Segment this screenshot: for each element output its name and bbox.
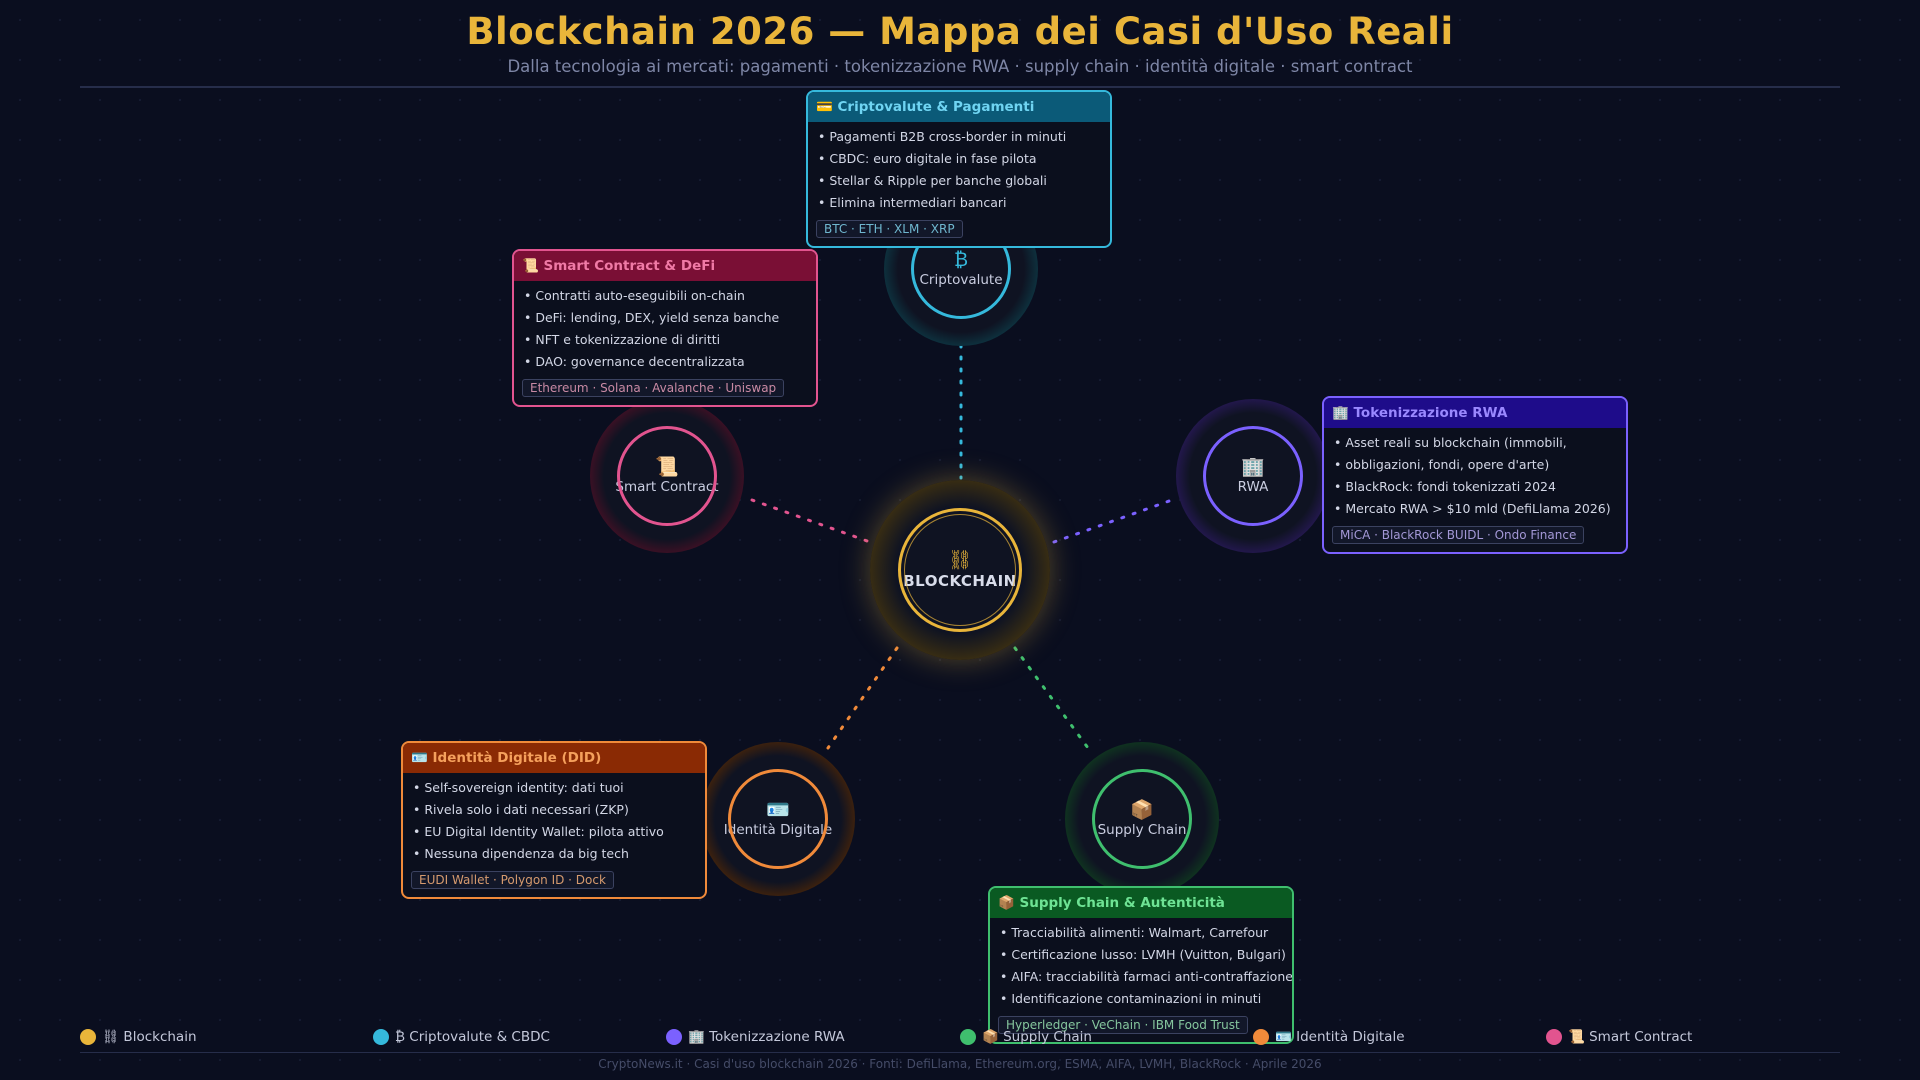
supply-chain-node[interactable]: 📦 Supply Chain [1065, 742, 1219, 896]
digital-identity-ring [728, 769, 828, 869]
card-crypto-list: Pagamenti B2B cross-border in minuti CBD… [808, 122, 1110, 214]
list-item: AIFA: tracciabilità farmaci anti-contraf… [1000, 966, 1292, 988]
list-item: Certificazione lusso: LVMH (Vuitton, Bul… [1000, 944, 1292, 966]
blockchain-inner-ring [904, 514, 1016, 626]
list-item: DeFi: lending, DEX, yield senza banche [524, 307, 816, 329]
list-item: EU Digital Identity Wallet: pilota attiv… [413, 821, 705, 843]
link-did [826, 646, 899, 750]
legend-label: 📜 Smart Contract [1568, 1029, 1693, 1045]
list-item: obbligazioni, fondi, opere d'arte) [1334, 454, 1626, 476]
card-smart-contract-title: 📜 Smart Contract & DeFi [514, 251, 816, 281]
legend-dot [373, 1029, 389, 1045]
legend-dot [1253, 1029, 1269, 1045]
legend-dot [960, 1029, 976, 1045]
legend-item-rwa: 🏢 Tokenizzazione RWA [666, 1029, 845, 1045]
card-digital-identity-title: 🪪 Identità Digitale (DID) [403, 743, 705, 773]
list-item: Asset reali su blockchain (immobili, [1334, 432, 1626, 454]
footer-divider [80, 1052, 1840, 1053]
footer-credits: CryptoNews.it · Casi d'uso blockchain 20… [598, 1057, 1322, 1071]
smart-contract-node[interactable]: 📜 Smart Contract [590, 399, 744, 553]
card-rwa-tags: MiCA · BlackRock BUIDL · Ondo Finance [1332, 526, 1585, 544]
legend-dot [666, 1029, 682, 1045]
card-supply-chain-list: Tracciabilità alimenti: Walmart, Carrefo… [990, 918, 1292, 1010]
card-supply-chain-title: 📦 Supply Chain & Autenticità [990, 888, 1292, 918]
card-crypto: 💳 Criptovalute & Pagamenti Pagamenti B2B… [806, 90, 1112, 248]
card-crypto-tags: BTC · ETH · XLM · XRP [816, 220, 963, 238]
list-item: Self-sovereign identity: dati tuoi [413, 777, 705, 799]
blockchain-ring [898, 508, 1022, 632]
card-smart-contract-list: Contratti auto-eseguibili on-chain DeFi:… [514, 281, 816, 373]
card-digital-identity-list: Self-sovereign identity: dati tuoi Rivel… [403, 773, 705, 865]
legend-label: 🏢 Tokenizzazione RWA [688, 1029, 845, 1045]
legend-dot [1546, 1029, 1562, 1045]
list-item: NFT e tokenizzazione di diritti [524, 329, 816, 351]
list-item: Nessuna dipendenza da big tech [413, 843, 705, 865]
rwa-node[interactable]: 🏢 RWA [1176, 399, 1330, 553]
legend-item-smart-contract: 📜 Smart Contract [1546, 1029, 1692, 1045]
card-supply-chain: 📦 Supply Chain & Autenticità Tracciabili… [988, 886, 1294, 1044]
smart-contract-ring [617, 426, 717, 526]
legend-label: ⛓ Blockchain [102, 1029, 197, 1045]
card-smart-contract: 📜 Smart Contract & DeFi Contratti auto-e… [512, 249, 818, 407]
card-smart-contract-tags: Ethereum · Solana · Avalanche · Uniswap [522, 379, 785, 397]
legend-label: ₿ Criptovalute & CBDC [395, 1029, 550, 1045]
card-digital-identity: 🪪 Identità Digitale (DID) Self-sovereign… [401, 741, 707, 899]
legend-label: 🪪 Identità Digitale [1275, 1029, 1405, 1045]
list-item: Mercato RWA > $10 mld (DefiLlama 2026) [1334, 498, 1626, 520]
card-digital-identity-tags: EUDI Wallet · Polygon ID · Dock [411, 871, 614, 889]
list-item: Tracciabilità alimenti: Walmart, Carrefo… [1000, 922, 1292, 944]
list-item: Identificazione contaminazioni in minuti [1000, 988, 1292, 1010]
legend-item-blockchain: ⛓ Blockchain [80, 1029, 197, 1045]
list-item: Pagamenti B2B cross-border in minuti [818, 126, 1110, 148]
list-item: DAO: governance decentralizzata [524, 351, 816, 373]
list-item: BlackRock: fondi tokenizzati 2024 [1334, 476, 1626, 498]
card-crypto-title: 💳 Criptovalute & Pagamenti [808, 92, 1110, 122]
page-title: Blockchain 2026 — Mappa dei Casi d'Uso R… [466, 10, 1454, 53]
digital-identity-node[interactable]: 🪪 Identità Digitale [701, 742, 855, 896]
supply-chain-ring [1092, 769, 1192, 869]
list-item: Stellar & Ripple per banche globali [818, 170, 1110, 192]
rwa-ring [1203, 426, 1303, 526]
legend-item-digital-identity: 🪪 Identità Digitale [1253, 1029, 1405, 1045]
blockchain-node[interactable]: ⛓ BLOCKCHAIN [870, 480, 1050, 660]
card-rwa-title: 🏢 Tokenizzazione RWA [1324, 398, 1626, 428]
list-item: Contratti auto-eseguibili on-chain [524, 285, 816, 307]
list-item: Elimina intermediari bancari [818, 192, 1110, 214]
card-rwa-list: Asset reali su blockchain (immobili, obb… [1324, 428, 1626, 520]
card-supply-chain-tags: Hyperledger · VeChain · IBM Food Trust [998, 1016, 1248, 1034]
legend-item-supply-chain: 📦 Supply Chain [960, 1029, 1092, 1045]
legend-label: 📦 Supply Chain [982, 1029, 1092, 1045]
link-smart [750, 498, 872, 544]
header-divider [80, 86, 1840, 88]
page-subtitle: Dalla tecnologia ai mercati: pagamenti ·… [507, 57, 1413, 76]
legend-item-crypto: ₿ Criptovalute & CBDC [373, 1029, 550, 1045]
card-rwa: 🏢 Tokenizzazione RWA Asset reali su bloc… [1322, 396, 1628, 554]
legend-dot [80, 1029, 96, 1045]
list-item: CBDC: euro digitale in fase pilota [818, 148, 1110, 170]
list-item: Rivela solo i dati necessari (ZKP) [413, 799, 705, 821]
link-supply [1013, 646, 1090, 750]
link-rwa [1052, 498, 1174, 544]
